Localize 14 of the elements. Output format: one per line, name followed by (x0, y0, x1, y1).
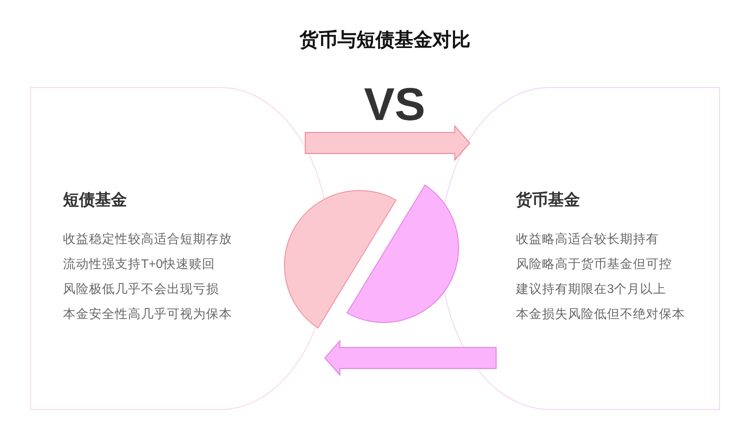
block-arrow (304, 124, 470, 162)
panel-heading: 货币基金 (516, 191, 580, 211)
feature-text: 风险极低几乎不会出现亏损 (63, 281, 219, 298)
feature-text: 收益稳定性较高适合短期存放 (63, 231, 232, 248)
feature-text: 风险略高于货币基金但可控 (516, 256, 672, 273)
diagram-title: 货币与短债基金对比 (298, 28, 472, 53)
feature-text: 本金安全性高几乎可视为保本 (63, 306, 232, 323)
feature-text: 本金损失风险低但不绝对保本 (516, 306, 685, 323)
vs-label: VS (364, 78, 426, 130)
feature-text: 建议持有期限在3个月以上 (516, 281, 666, 298)
feature-text: 收益略高适合较长期持有 (516, 231, 659, 248)
panel-heading: 短债基金 (63, 191, 127, 211)
block-arrow (324, 340, 497, 376)
feature-text: 流动性强支持T+0快速赎回 (63, 256, 215, 273)
